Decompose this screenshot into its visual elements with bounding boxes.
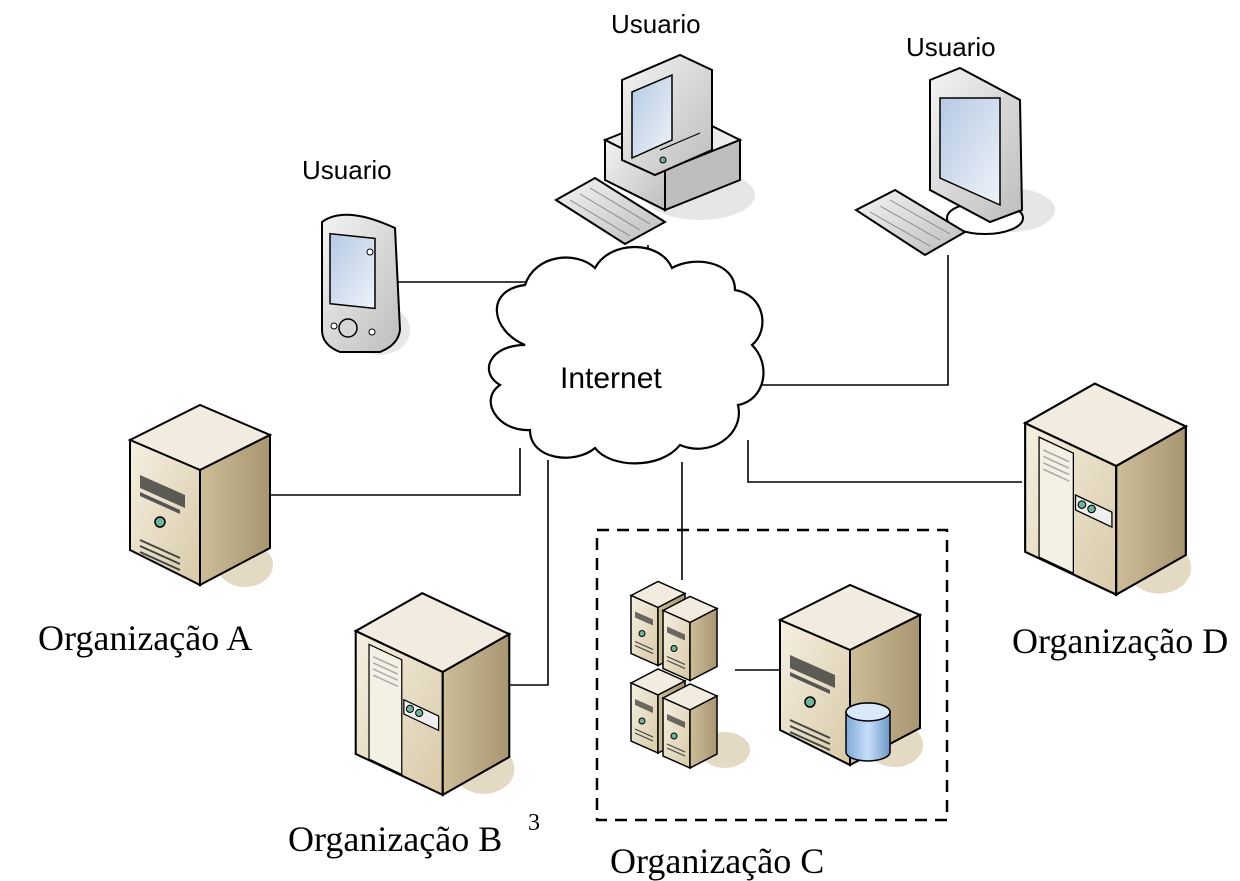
desktop-monitor-icon	[854, 66, 1055, 257]
org-b-server-icon	[354, 592, 515, 796]
server-cluster-icon	[630, 580, 750, 769]
org-d-label: Organização D	[1012, 621, 1229, 661]
link-monitor	[758, 255, 949, 386]
org-c-label: Organização C	[610, 841, 825, 881]
link-org-a	[265, 448, 521, 496]
link-org-d	[747, 440, 1022, 483]
user-label-pda: Usuario	[302, 155, 392, 185]
org-a-label: Organização A	[38, 618, 253, 658]
pda-icon	[321, 213, 410, 355]
internet-cloud-icon	[487, 246, 765, 465]
link-org-b	[500, 460, 549, 686]
footnote-mark: 3	[528, 810, 540, 836]
user-label-monitor: Usuario	[906, 32, 996, 62]
org-d-server-icon	[1024, 382, 1193, 596]
database-server-icon	[779, 584, 924, 768]
user-label-desktop-pc: Usuario	[611, 9, 701, 39]
org-b-label: Organização B	[288, 819, 503, 859]
connection-lines	[265, 245, 1022, 686]
desktop-pc-icon	[554, 53, 755, 246]
org-a-server-icon	[129, 404, 274, 588]
internet-label: Internet	[560, 362, 662, 395]
